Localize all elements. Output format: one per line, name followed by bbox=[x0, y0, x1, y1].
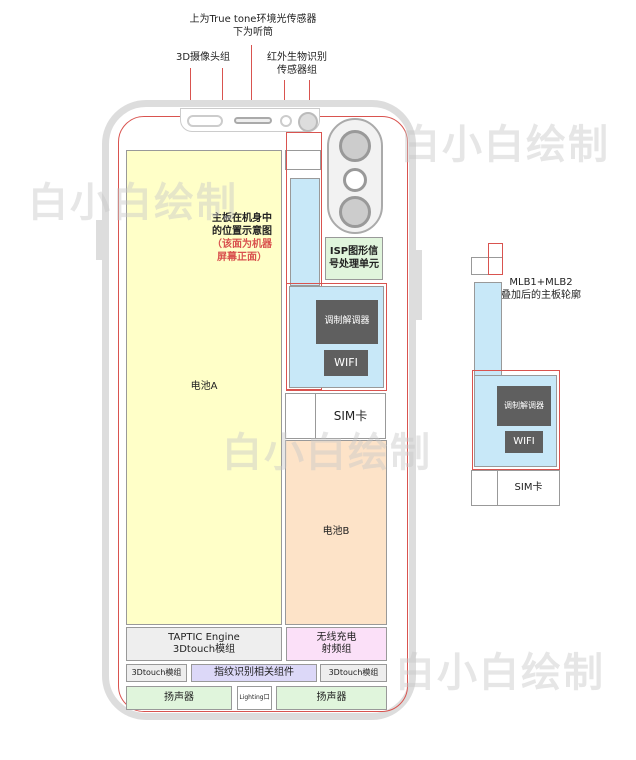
battery-a: 电池A bbox=[126, 150, 282, 625]
note-red-line: 屏幕正面） bbox=[217, 252, 267, 263]
camera3d-icon bbox=[187, 115, 223, 127]
board-red-outline bbox=[286, 132, 322, 390]
speaker-right: 扬声器 bbox=[276, 686, 387, 710]
pointer-line bbox=[190, 68, 191, 100]
note-line: 的位置示意图 bbox=[212, 226, 272, 237]
note-red-line: （该面为机器 bbox=[212, 239, 272, 250]
outline-red bbox=[488, 243, 503, 275]
outline-sim-spacer bbox=[471, 470, 498, 506]
truetone-label: 上为True tone环境光传感器下为听筒 bbox=[173, 13, 333, 39]
board-note: 主板在机身中 的位置示意图 （该面为机器 屏幕正面） bbox=[202, 212, 282, 264]
pointer-line bbox=[309, 80, 310, 100]
label-line: 下为听筒 bbox=[233, 27, 273, 38]
ir-sensor-icon bbox=[298, 112, 318, 132]
outline-modem: 调制解调器 bbox=[497, 386, 551, 426]
label-line: 传感器组 bbox=[277, 65, 317, 76]
sim-tray: SIM卡 bbox=[315, 393, 386, 439]
pointer-line bbox=[222, 68, 223, 100]
pointer-line bbox=[251, 45, 252, 100]
wireless-label: 射频组 bbox=[321, 644, 352, 655]
3dtouch-right: 3Dtouch模组 bbox=[320, 664, 387, 682]
board-top-box bbox=[285, 150, 321, 170]
sensor-icon bbox=[280, 115, 292, 127]
outline-sim: SIM卡 bbox=[497, 470, 560, 506]
outline-narrow bbox=[474, 282, 502, 376]
phone-frame bbox=[102, 100, 416, 720]
lens-icon bbox=[339, 130, 371, 162]
title-line: MLB1+MLB2 bbox=[509, 277, 573, 288]
isp-label: ISP图形信 bbox=[329, 246, 379, 257]
side-button bbox=[416, 250, 422, 320]
watermark: 白小白绘制 bbox=[400, 122, 610, 168]
ir-label: 红外生物识别传感器组 bbox=[262, 51, 332, 77]
taptic-label: TAPTIC Engine bbox=[168, 631, 240, 643]
isp-label: 号处理单元 bbox=[329, 258, 379, 270]
outline-title: MLB1+MLB2 叠加后的主板轮廓 bbox=[496, 276, 586, 302]
note-line: 主板在机身中 bbox=[212, 213, 272, 224]
battery-a-label: 电池A bbox=[190, 381, 218, 393]
board-narrow bbox=[290, 178, 320, 286]
3dtouch-left: 3Dtouch模组 bbox=[126, 664, 187, 682]
sim-spacer bbox=[285, 393, 316, 439]
battery-b: 电池B bbox=[285, 440, 387, 625]
lens-icon bbox=[339, 196, 371, 228]
lightning-port: Lighting口 bbox=[237, 686, 272, 710]
outline-wifi: WIFI bbox=[505, 431, 543, 453]
rear-camera bbox=[327, 118, 383, 234]
outline-red bbox=[472, 370, 560, 470]
wifi: WIFI bbox=[324, 350, 368, 376]
modem: 调制解调器 bbox=[316, 300, 378, 344]
watermark: 白小白绘制 bbox=[395, 650, 605, 696]
earpiece-icon bbox=[234, 117, 272, 124]
camera3d-label: 3D摄像头组 bbox=[175, 52, 231, 63]
flash-icon bbox=[343, 168, 367, 192]
title-line: 叠加后的主板轮廓 bbox=[501, 290, 581, 301]
label-line: 红外生物识别 bbox=[267, 52, 327, 63]
wireless-charging: 无线充电射频组 bbox=[286, 627, 387, 661]
label-line: 上为True tone环境光传感器 bbox=[189, 14, 317, 25]
taptic-label: 3Dtouch模组 bbox=[172, 644, 236, 655]
side-button bbox=[96, 220, 102, 260]
speaker-left: 扬声器 bbox=[126, 686, 232, 710]
isp-unit: ISP图形信号处理单元 bbox=[325, 237, 383, 280]
board-red-outline bbox=[286, 283, 387, 391]
pointer-line bbox=[284, 80, 285, 100]
wireless-label: 无线充电 bbox=[316, 631, 357, 643]
fingerprint: 指纹识别相关组件 bbox=[191, 664, 317, 682]
